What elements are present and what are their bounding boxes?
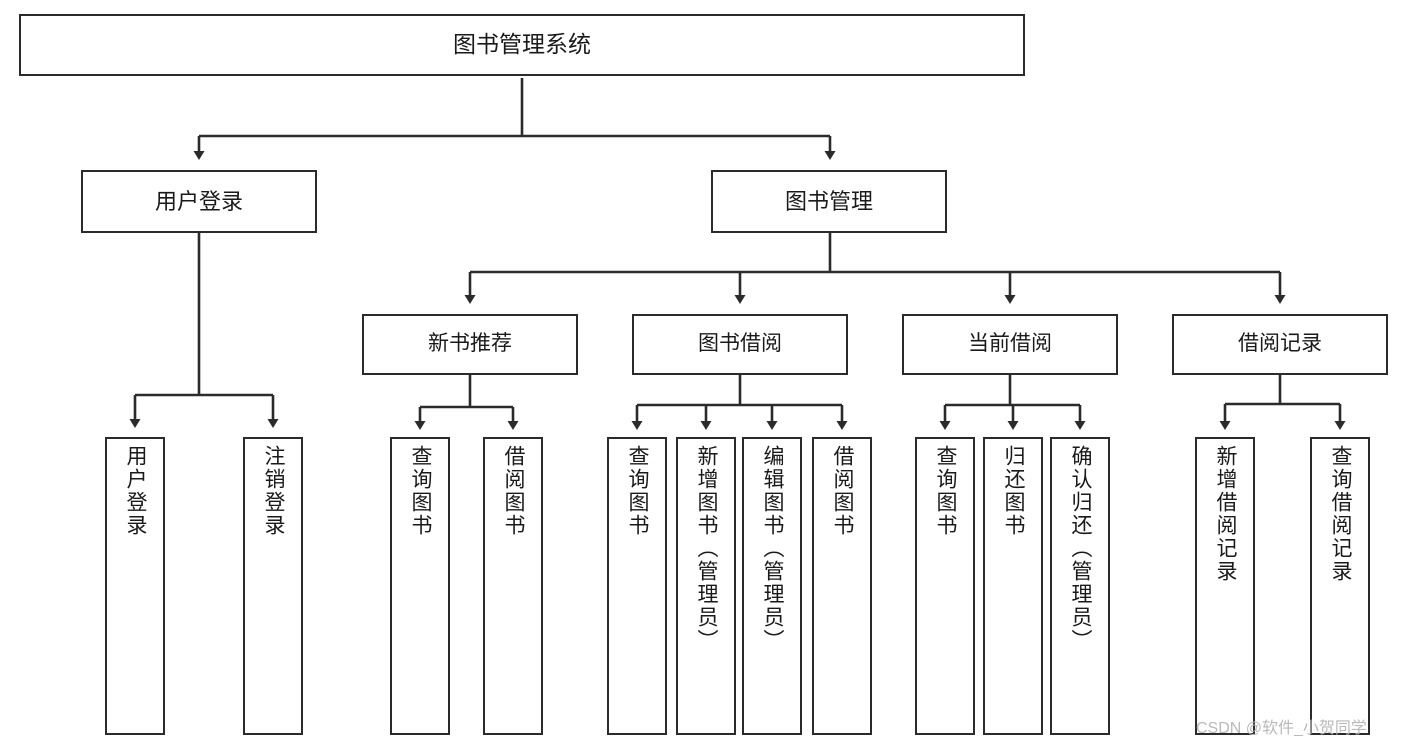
node-user-login[interactable]: 用户登录 bbox=[81, 170, 317, 233]
node-leaf-add-record-label: 新增借阅记录 bbox=[1214, 445, 1238, 583]
node-leaf-return-book-label: 归还图书 bbox=[1002, 445, 1026, 537]
node-leaf-return-book[interactable]: 归还图书 bbox=[983, 437, 1043, 735]
node-leaf-add-book[interactable]: 新增图书（管理员） bbox=[676, 437, 736, 735]
node-leaf-query-record[interactable]: 查询借阅记录 bbox=[1310, 437, 1370, 735]
node-leaf-query-record-label: 查询借阅记录 bbox=[1329, 445, 1353, 583]
node-user-login-label: 用户登录 bbox=[154, 188, 243, 214]
node-leaf-add-record[interactable]: 新增借阅记录 bbox=[1195, 437, 1255, 735]
node-leaf-query-book-3-label: 查询图书 bbox=[934, 445, 958, 537]
node-leaf-confirm-return[interactable]: 确认归还（管理员） bbox=[1050, 437, 1110, 735]
node-leaf-confirm-return-label: 确认归还（管理员） bbox=[1069, 445, 1093, 652]
node-new-book-recommend-label: 新书推荐 bbox=[428, 332, 512, 356]
node-leaf-query-book-2-label: 查询图书 bbox=[626, 445, 650, 537]
node-leaf-borrow-book-2-label: 借阅图书 bbox=[831, 445, 855, 537]
node-book-borrow[interactable]: 图书借阅 bbox=[632, 314, 848, 375]
node-leaf-logout-login[interactable]: 注销登录 bbox=[243, 437, 303, 735]
node-new-book-recommend[interactable]: 新书推荐 bbox=[362, 314, 578, 375]
node-leaf-query-book-2[interactable]: 查询图书 bbox=[607, 437, 667, 735]
node-leaf-user-login-label: 用户登录 bbox=[124, 445, 148, 537]
node-leaf-edit-book-label: 编辑图书（管理员） bbox=[761, 445, 785, 652]
csdn-watermark: CSDN @软件_小贺同学 bbox=[1196, 720, 1367, 737]
node-leaf-logout-login-label: 注销登录 bbox=[262, 445, 286, 537]
node-current-borrow-label: 当前借阅 bbox=[968, 332, 1052, 356]
node-leaf-borrow-book-1-label: 借阅图书 bbox=[502, 445, 526, 537]
node-leaf-user-login[interactable]: 用户登录 bbox=[105, 437, 165, 735]
node-borrow-record-label: 借阅记录 bbox=[1238, 332, 1322, 356]
node-leaf-add-book-label: 新增图书（管理员） bbox=[695, 445, 719, 652]
node-book-manage[interactable]: 图书管理 bbox=[711, 170, 947, 233]
node-leaf-borrow-book-2[interactable]: 借阅图书 bbox=[812, 437, 872, 735]
node-root-label: 图书管理系统 bbox=[453, 31, 591, 58]
node-borrow-record[interactable]: 借阅记录 bbox=[1172, 314, 1388, 375]
node-book-borrow-label: 图书借阅 bbox=[698, 332, 782, 356]
node-book-manage-label: 图书管理 bbox=[784, 188, 873, 214]
node-leaf-query-book-1[interactable]: 查询图书 bbox=[390, 437, 450, 735]
node-leaf-query-book-3[interactable]: 查询图书 bbox=[915, 437, 975, 735]
node-leaf-borrow-book-1[interactable]: 借阅图书 bbox=[483, 437, 543, 735]
node-root[interactable]: 图书管理系统 bbox=[19, 14, 1025, 76]
node-current-borrow[interactable]: 当前借阅 bbox=[902, 314, 1118, 375]
node-leaf-edit-book[interactable]: 编辑图书（管理员） bbox=[742, 437, 802, 735]
node-leaf-query-book-1-label: 查询图书 bbox=[409, 445, 433, 537]
